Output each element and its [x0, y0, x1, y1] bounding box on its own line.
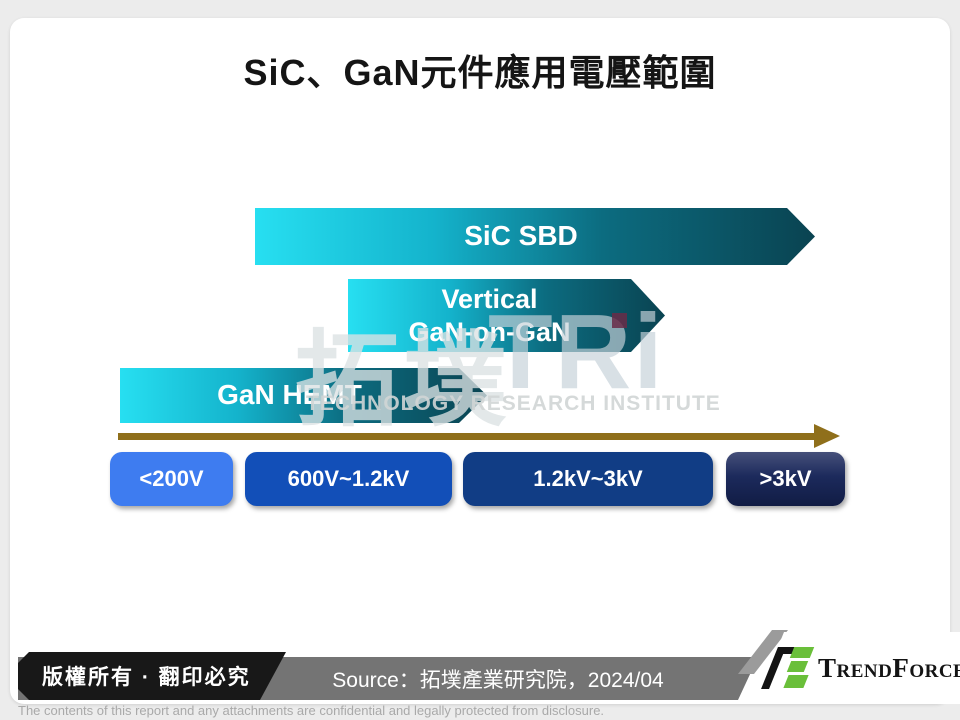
bar-sic-sbd: SiC SBD: [255, 208, 815, 265]
trendforce-logo-plate: TrendForce: [755, 632, 960, 704]
slide-title: SiC、GaN元件應用電壓範圍: [243, 52, 717, 93]
bar-vertical-gan-line2: GaN-on-GaN: [408, 316, 571, 347]
bar-sic-sbd-label: SiC SBD: [464, 220, 578, 252]
footer-source-text: Source：拓墣產業研究院，2024/04: [332, 668, 664, 692]
bar-gan-hemt-label: GaN HEMT: [217, 379, 362, 411]
slide-card: [10, 18, 950, 704]
bar-vertical-gan-label: Vertical GaN-on-GaN: [409, 283, 605, 349]
voltage-range-label: 1.2kV~3kV: [533, 466, 643, 491]
voltage-axis-line: [118, 433, 818, 440]
trendforce-logo: TrendForce: [760, 647, 960, 689]
footer-disclaimer: The contents of this report and any atta…: [18, 703, 605, 718]
voltage-range-under-200v: <200V: [110, 452, 233, 506]
voltage-range-1-2kv-3kv: 1.2kV~3kV: [463, 452, 713, 506]
voltage-range-over-3kv: >3kV: [726, 452, 845, 506]
trendforce-logo-text: TrendForce: [818, 652, 960, 683]
voltage-range-label: <200V: [139, 466, 204, 491]
voltage-range-600v-1-2kv: 600V~1.2kV: [245, 452, 452, 506]
footer-copyright-plate: 版權所有 · 翻印必究: [18, 652, 286, 700]
voltage-range-label: >3kV: [759, 466, 812, 491]
bar-vertical-gan: Vertical GaN-on-GaN: [348, 279, 665, 352]
voltage-axis-arrowhead-icon: [814, 424, 840, 448]
footer-copyright-text: 版權所有 · 翻印必究: [42, 666, 251, 689]
bar-gan-hemt: GaN HEMT: [120, 368, 487, 423]
trendforce-logo-icon: [760, 647, 815, 689]
voltage-range-label: 600V~1.2kV: [287, 466, 410, 491]
bar-vertical-gan-line1: Vertical: [441, 283, 538, 314]
